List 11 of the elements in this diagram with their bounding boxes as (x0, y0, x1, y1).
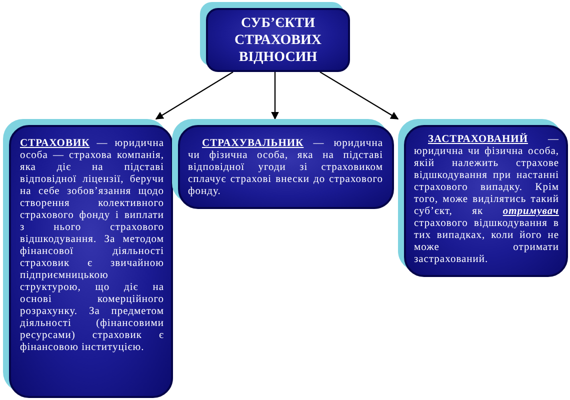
arrow (271, 72, 279, 120)
arrow (155, 71, 234, 120)
title-box (200, 2, 350, 72)
arrow (320, 71, 399, 120)
definition-box (398, 119, 568, 277)
title-text: СУБ’ЄКТИ СТРАХОВИХ ВІДНОСИН (234, 15, 322, 66)
definition-text: СТРАХУВАЛЬНИК — юридична чи фізична особа, яка на підставі відповідної угоди зі страховиком сплачує страхові внески до страхового фонду. (188, 138, 383, 198)
definition-text: ЗАСТРАХОВАНИЙ — юридична чи фізична особа, якій належить страхове відшкодування при настанні страхового випадку. Крім того, може виділятись такий суб’єкт, як отримувач страхового відшкодування в тих випадках, коли його не може отримати застрахований. (414, 134, 559, 266)
definition-box (3, 119, 173, 398)
definition-box (172, 119, 394, 209)
definition-text: СТРАХОВИК — юридична особа — страхова компанія, яка діє на підставі відповідної ліцензії, беручи на себе зобов’язання щодо створення колективного страхового фонду і виплати з нього страхового відшкодування. За методом фінансової діяльності страховик є звичайною підприємницькою структурою, що діє на основі комерційного розрахунку. За предметом діяльності (фінансовими ресурсами) страховик є фінансовою інституцією. (20, 138, 164, 354)
